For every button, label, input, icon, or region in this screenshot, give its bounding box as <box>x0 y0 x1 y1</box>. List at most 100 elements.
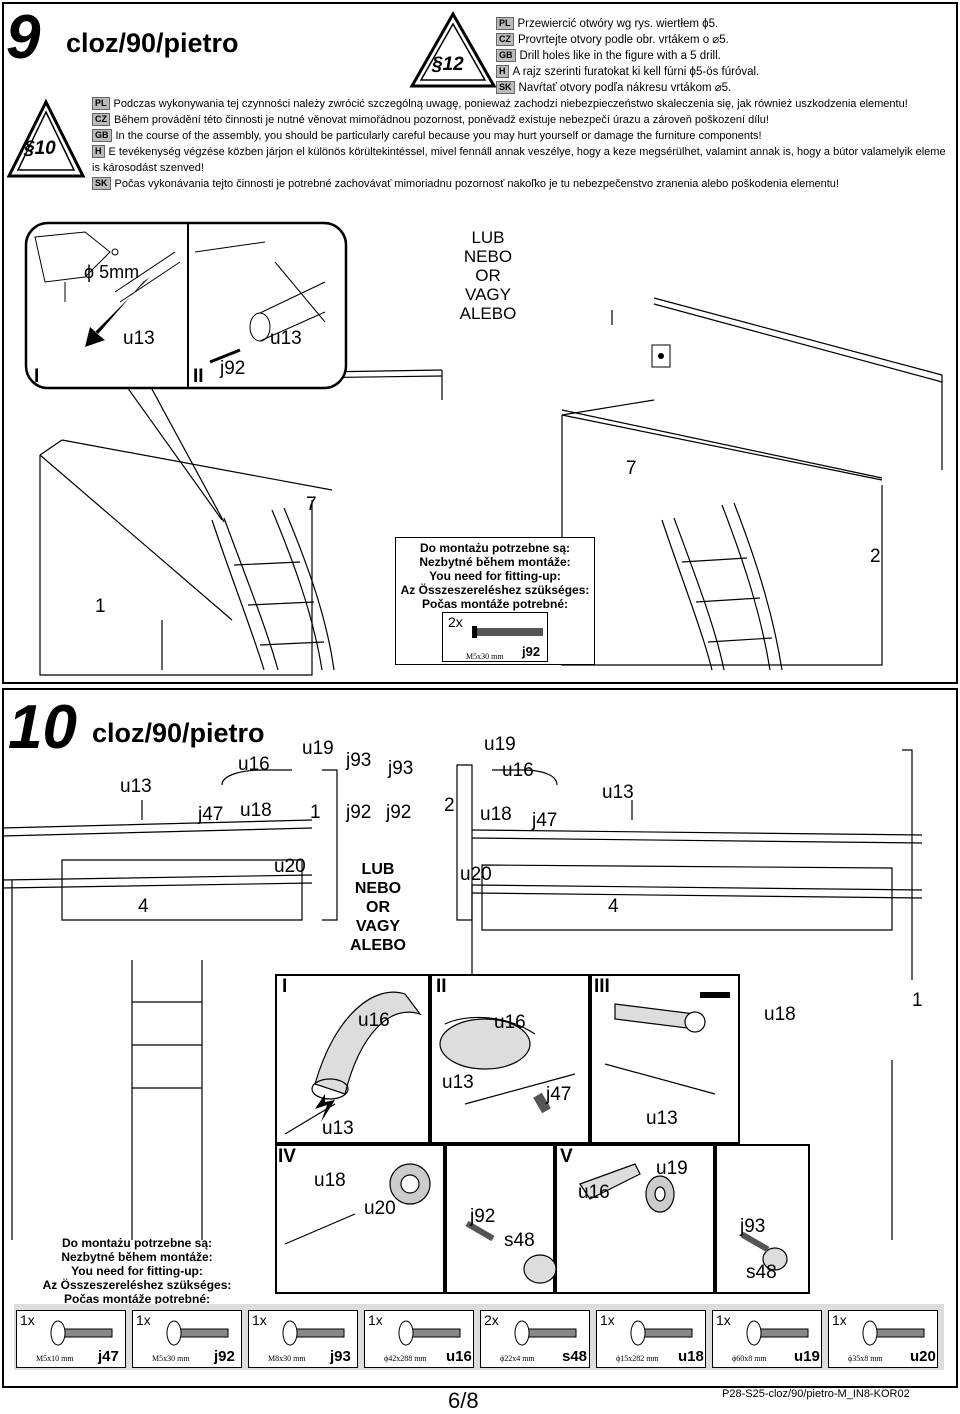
instruction-text: Počas vykonávania tejto činnosti je potr… <box>114 178 839 190</box>
instruction-text: Navŕtať otvory podľa nákresu vrtákom ⌀5. <box>518 82 732 94</box>
or-gb: OR <box>475 266 501 285</box>
detail-3-u13: u13 <box>646 1108 678 1129</box>
detail-drawings-row1 <box>284 991 730 1135</box>
doc-code: P28-S25-cloz/90/pietro-M_IN8-KOR02 <box>722 1388 910 1400</box>
part-size: ϕ60x8 mm <box>732 1354 767 1363</box>
part-label-7: 7 <box>626 458 637 479</box>
language-tag: PL <box>92 97 110 110</box>
label-u20: u20 <box>274 856 306 877</box>
step9-title: cloz/90/pietro <box>66 28 239 58</box>
or-sk: ALEBO <box>350 937 406 954</box>
detail-6-roman: V <box>560 1146 573 1167</box>
part-icon-u18 <box>630 1320 693 1346</box>
detail-5-j92: j92 <box>470 1206 496 1227</box>
step9-detail-frame <box>24 221 348 390</box>
part-cell-u16 <box>364 1310 474 1368</box>
part-label-2: 2 <box>870 546 881 567</box>
warning-triangle-icon <box>6 98 86 178</box>
step10-number: 10 <box>8 693 77 762</box>
language-tag: SK <box>92 177 111 190</box>
step9-panel <box>2 2 958 684</box>
detail-2-roman: II <box>436 976 447 997</box>
instruction-text: A rajz szerinti furatokat ki kell fúrni … <box>512 66 760 78</box>
detail-2-u13: u13 <box>442 1072 474 1093</box>
part-size: M8x30 mm <box>268 1354 306 1363</box>
label-u19: u19 <box>484 734 516 755</box>
part-qty: 1x <box>832 1312 847 1328</box>
detail-6-u16: u16 <box>578 1182 610 1203</box>
label-j93: j93 <box>388 758 414 779</box>
detail-drawings-row2 <box>284 1163 788 1284</box>
part-code: j92 <box>214 1348 235 1365</box>
label-1: 1 <box>310 802 321 823</box>
part-cell-u18 <box>596 1310 706 1368</box>
part-icon-u19 <box>746 1320 809 1346</box>
part-size: M5x10 mm <box>36 1354 74 1363</box>
detail-5-s48: s48 <box>504 1230 535 1251</box>
part-qty: 2x <box>448 614 463 630</box>
instruction-text: Drill holes like in the figure with a 5 … <box>519 50 721 62</box>
detail-1-u16: u16 <box>358 1010 390 1031</box>
label-u16: u16 <box>238 754 270 775</box>
part-qty: 1x <box>136 1312 151 1328</box>
detail-4-u20: u20 <box>364 1198 396 1219</box>
part-cell-u19 <box>712 1310 822 1368</box>
part-qty: 1x <box>368 1312 383 1328</box>
or-pl: LUB <box>471 228 505 247</box>
label-j93: j93 <box>346 750 372 771</box>
or-gb: OR <box>366 899 390 916</box>
part-cell-s48 <box>480 1310 590 1368</box>
part-icon-u16 <box>398 1320 461 1346</box>
step9-badge-side: §10 <box>24 138 56 159</box>
req-h: Az Összeszereléshez szükséges: <box>42 1278 232 1292</box>
part-size: M5x30 mm <box>152 1354 190 1363</box>
page-number: 6/8 <box>448 1388 479 1413</box>
part-qty: 1x <box>20 1312 35 1328</box>
label-j92: j92 <box>346 802 372 823</box>
detail-roman-1: I <box>34 366 40 387</box>
part-code: u16 <box>446 1348 472 1365</box>
label-u18: u18 <box>480 804 512 825</box>
part-code: j93 <box>330 1348 351 1365</box>
detail-3-roman: III <box>594 976 610 997</box>
part-size: ϕ15x282 mm <box>616 1354 659 1363</box>
req-cz: Nezbytné během montáže: <box>61 1250 213 1264</box>
language-tag: SK <box>496 81 515 94</box>
step9-part-box <box>442 612 548 662</box>
part-icon-j93 <box>282 1320 345 1346</box>
language-tag: CZ <box>496 33 514 46</box>
part-label-7: 7 <box>306 494 317 515</box>
language-tag: H <box>496 65 509 78</box>
step9-requirements-text: Do montażu potrzebne są: Nezbytné během … <box>395 541 595 611</box>
part-cell-j92 <box>132 1310 242 1368</box>
or-cz: NEBO <box>463 247 513 266</box>
part-cell-u20 <box>828 1310 938 1368</box>
part-label-j92: j92 <box>220 358 246 379</box>
detail-7-j93: j93 <box>740 1216 766 1237</box>
part-code: u20 <box>910 1348 936 1365</box>
or-h: VAGY <box>355 918 401 935</box>
label-u13: u13 <box>120 776 152 797</box>
language-tag: H <box>92 145 105 158</box>
part-size: ϕ35x8 mm <box>848 1354 883 1363</box>
detail-6-u19: u19 <box>656 1158 688 1179</box>
label-u18: u18 <box>240 800 272 821</box>
language-tag: PL <box>496 17 514 30</box>
part-size: ϕ42x288 mm <box>384 1354 427 1363</box>
step9-number: 9 <box>6 3 41 72</box>
part-qty: 2x <box>484 1312 499 1328</box>
req-gb: You need for fitting-up: <box>429 569 561 583</box>
part-qty: 1x <box>252 1312 267 1328</box>
step10-or-text: LUB NEBO OR VAGY ALEBO <box>340 860 416 955</box>
req-cz: Nezbytné během montáže: <box>419 555 571 569</box>
step10-bed-illustration <box>1 749 923 1240</box>
label-u20: u20 <box>460 864 492 885</box>
